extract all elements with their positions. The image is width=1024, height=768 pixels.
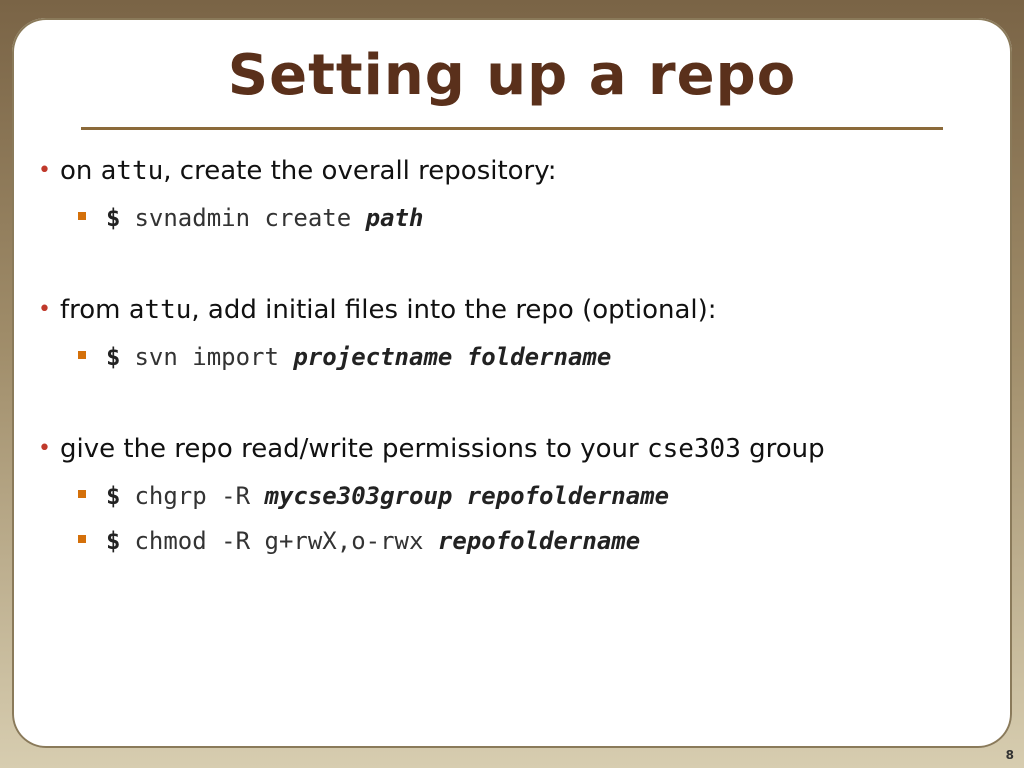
command-args: path: [365, 204, 424, 232]
shell-prompt: $: [106, 482, 121, 510]
command-text: svnadmin create: [134, 204, 352, 232]
bullet-create-repo: • on attu, create the overall repository:: [38, 158, 557, 184]
bullet-text-before: from: [60, 295, 129, 325]
bullet-code: attu: [100, 156, 164, 186]
bullet-dot-icon: •: [38, 297, 51, 322]
bullet-text-after: , add initial files into the repo (optio…: [191, 295, 717, 325]
command-svn-import: $ svn import projectname foldername: [78, 345, 611, 369]
sub-bullet-square-icon: [78, 535, 86, 543]
command-svnadmin-create: $ svnadmin create path: [78, 206, 423, 230]
bullet-dot-icon: •: [38, 158, 51, 183]
slide-card: [12, 18, 1012, 748]
shell-prompt: $: [106, 527, 121, 555]
command-chgrp: $ chgrp -R mycse303group repofoldername: [78, 484, 669, 508]
bullet-permissions: • give the repo read/write permissions to…: [38, 436, 825, 462]
sub-bullet-square-icon: [78, 212, 86, 220]
bullet-dot-icon: •: [38, 436, 51, 461]
bullet-import-files: • from attu, add initial files into the r…: [38, 297, 717, 323]
bullet-text-after: , create the overall repository:: [163, 156, 557, 186]
sub-bullet-square-icon: [78, 490, 86, 498]
slide-title: Setting up a repo: [227, 43, 797, 108]
shell-prompt: $: [106, 343, 121, 371]
command-chmod: $ chmod -R g+rwX,o-rwx repofoldername: [78, 529, 640, 553]
sub-bullet-square-icon: [78, 351, 86, 359]
command-args: projectname foldername: [293, 343, 612, 371]
bullet-code: cse303: [646, 434, 741, 464]
command-args: mycse303group repofoldername: [264, 482, 670, 510]
command-args: repofoldername: [437, 527, 641, 555]
bullet-text-after: group: [740, 434, 825, 464]
bullet-text-before: on: [60, 156, 101, 186]
page-number: 8: [1005, 748, 1014, 762]
bullet-text-before: give the repo read/write permissions to …: [60, 434, 647, 464]
title-divider: [81, 127, 943, 130]
command-text: chmod -R g+rwX,o-rwx: [134, 527, 424, 555]
bullet-code: attu: [128, 295, 192, 325]
command-text: chgrp -R: [134, 482, 251, 510]
shell-prompt: $: [106, 204, 121, 232]
command-text: svn import: [134, 343, 279, 371]
